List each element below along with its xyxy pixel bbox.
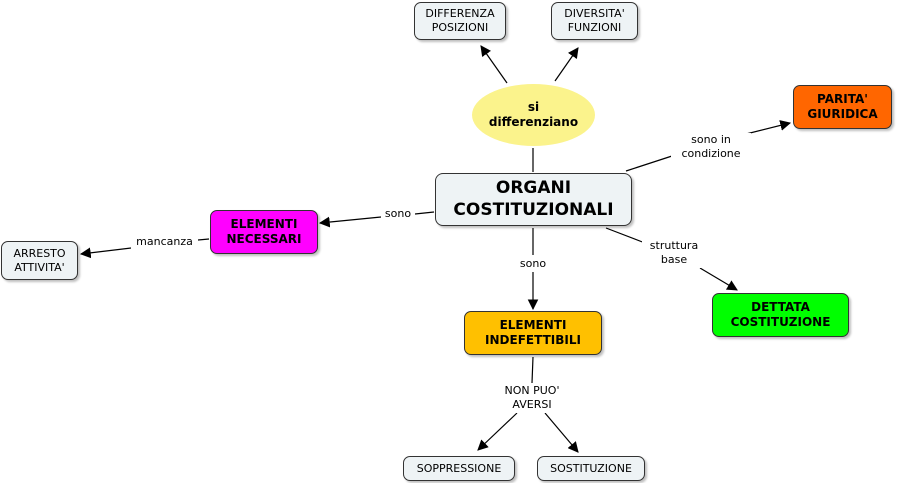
- link-to-dettata-costituzione: [699, 267, 738, 291]
- link-to-differenza-posizioni: [480, 45, 508, 84]
- node-soppressione[interactable]: SOPPRESSIONE: [403, 456, 515, 481]
- node-differenza-posizioni[interactable]: DIFFERENZA POSIZIONI: [414, 2, 506, 40]
- link-organi-to-label-sono-left: [414, 211, 435, 215]
- link-indefettibili-to-label-aversi: [531, 356, 534, 384]
- link-to-arresto-attivita: [79, 247, 132, 259]
- link-label-struttura-base: struttura base: [642, 239, 706, 268]
- link-to-soppressione: [477, 412, 518, 451]
- node-arresto-attivita[interactable]: ARRESTO ATTIVITA': [1, 241, 78, 280]
- link-necessari-to-label-mancanza: [197, 238, 210, 241]
- link-organi-to-label-condizione: [625, 155, 673, 172]
- node-si-differenziano[interactable]: si differenziano: [472, 84, 595, 146]
- node-parita-giuridica[interactable]: PARITA' GIURIDICA: [793, 85, 892, 129]
- node-elementi-necessari[interactable]: ELEMENTI NECESSARI: [210, 210, 318, 254]
- link-organi-to-label-struttura: [605, 227, 646, 244]
- link-to-elementi-necessari: [318, 216, 382, 228]
- link-label-sono-down: sono: [515, 257, 551, 272]
- link-to-diversita-funzioni: [554, 47, 579, 82]
- node-elementi-indefettibili[interactable]: ELEMENTI INDEFETTIBILI: [464, 311, 602, 355]
- link-label-mancanza: mancanza: [131, 235, 198, 250]
- node-dettata-costituzione[interactable]: DETTATA COSTITUZIONE: [712, 293, 849, 337]
- link-to-sostituzione: [544, 412, 579, 453]
- node-organi-costituzionali[interactable]: ORGANI COSTITUZIONALI: [435, 173, 632, 226]
- node-diversita-funzioni[interactable]: DIVERSITA' FUNZIONI: [551, 2, 638, 40]
- node-sostituzione[interactable]: SOSTITUZIONE: [537, 456, 645, 481]
- link-label-non-puo-aversi: NON PUO' AVERSI: [495, 384, 569, 413]
- link-label-sono-left: sono: [381, 207, 415, 222]
- link-label-sono-in-condizione: sono in condizione: [671, 133, 751, 162]
